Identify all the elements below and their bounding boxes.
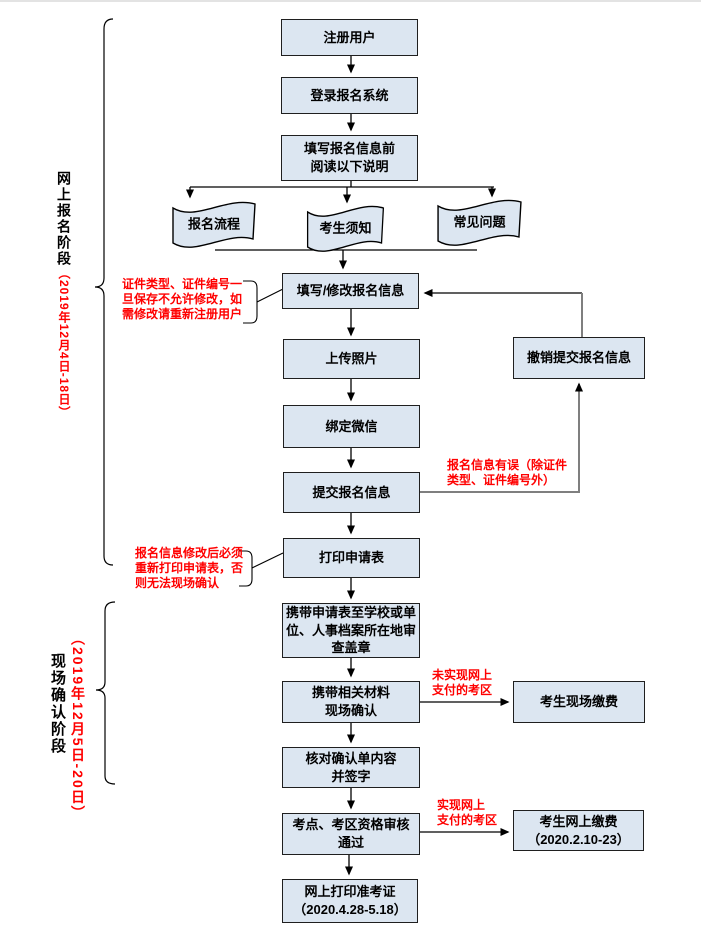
node-print-application: 打印申请表 <box>283 538 420 578</box>
stage-label-online: 网上报名阶段（2019年12月4日-18日） <box>54 171 74 419</box>
document-label: 常见问题 <box>453 214 506 230</box>
node-read-notice: 填写报名信息前 阅读以下说明 <box>281 135 418 181</box>
bracket-reprint-form <box>239 550 253 587</box>
annotation-id-no-modify: 证件类型、证件编号一 旦保存不允许修改，如 需修改请重新注册用户 <box>122 277 243 321</box>
annotation-online-payment: 实现网上 支付的考区 <box>437 798 498 827</box>
document-label: 报名流程 <box>187 216 240 232</box>
node-qualification-pass: 考点、考区资格审核 通过 <box>282 813 420 855</box>
annotation-reprint-form: 报名信息修改后必须 重新打印申请表，否 则无法现场确认 <box>135 546 244 590</box>
stage-braces <box>94 18 116 785</box>
brace-online-stage <box>94 18 114 566</box>
node-online-pay: 考生网上缴费 （2020.2.10-23） <box>513 810 644 851</box>
annotation-callout-lines <box>239 280 284 587</box>
node-fill-modify-info: 填写/修改报名信息 <box>282 273 419 309</box>
node-register-user: 注册用户 <box>281 19 418 56</box>
annotation-info-error: 报名信息有误（除证件 类型、证件编号外） <box>447 458 568 487</box>
stage-online-date: （2019年12月4日-18日） <box>57 267 71 420</box>
document-candidate-notice: 考生须知 <box>303 199 388 257</box>
wave-shape <box>306 205 385 252</box>
main-flow-arrows <box>186 55 582 876</box>
annotation-no-online-payment: 未实现网上 支付的考区 <box>432 668 493 697</box>
node-upload-photo: 上传照片 <box>283 339 420 379</box>
node-stamp-review: 携带申请表至学校或单 位、人事档案所在地审 查盖章 <box>282 603 420 658</box>
node-bind-wechat: 绑定微信 <box>283 405 420 448</box>
document-label: 考生须知 <box>319 220 372 236</box>
node-onsite-confirm: 携带相关材料 现场确认 <box>282 681 420 723</box>
stage-onsite-date: （2019年12月5日-20日） <box>70 631 86 822</box>
stage-online-name: 网上报名阶段 <box>56 171 72 267</box>
node-submit-info: 提交报名信息 <box>283 472 420 513</box>
node-onsite-pay: 考生现场缴费 <box>513 681 645 723</box>
node-login-system: 登录报名系统 <box>281 77 418 114</box>
cancel-loop-connectors <box>420 293 583 493</box>
wave-shape <box>172 201 256 248</box>
node-cancel-submit: 撤销提交报名信息 <box>513 337 645 379</box>
node-print-admission-ticket: 网上打印准考证 （2020.4.28-5.18） <box>282 879 418 923</box>
stage-label-onsite: 现场确认阶段 <box>49 653 66 755</box>
page-top-border <box>0 0 701 2</box>
document-registration-process: 报名流程 <box>168 195 260 253</box>
node-check-and-sign: 核对确认单内容 并签字 <box>282 747 420 788</box>
wave-shape <box>437 199 522 246</box>
brace-onsite-stage <box>95 601 116 785</box>
document-faq: 常见问题 <box>433 193 526 251</box>
